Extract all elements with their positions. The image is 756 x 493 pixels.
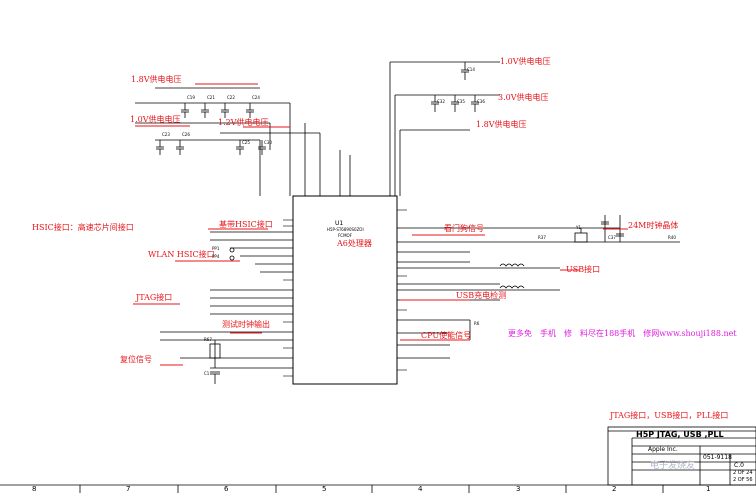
title-block-sheet-a: 2 OF 24	[733, 470, 753, 476]
border-zone-1: 1	[706, 485, 711, 493]
cap-c35: C35	[457, 99, 465, 104]
title-block-revision: C.0	[734, 462, 744, 469]
cap-c14: C14	[467, 67, 475, 72]
cap-c36: C36	[477, 99, 485, 104]
annotation-24m-crystal: 24M时钟晶体	[628, 221, 679, 230]
cap-c37: C37	[608, 235, 616, 240]
test-point-pp4: PP4	[212, 254, 220, 259]
cap-c23: C23	[162, 132, 170, 137]
annotation-usb-charge-detect: USB充电检测	[456, 291, 507, 300]
title-block-company: Apple Inc.	[648, 446, 678, 453]
cap-c22: C22	[227, 95, 235, 100]
cap-c19: C19	[187, 95, 195, 100]
promo-text: 更多免 手机 修 料尽在188手机 修网www.shouji188.net	[508, 329, 737, 338]
annotation-reset: 复位信号	[120, 355, 152, 364]
cap-c30: C30	[264, 140, 272, 145]
annotation-watchdog: 看门狗信号	[444, 224, 484, 233]
annotation-footer-caption: JTAG接口，USB接口，PLL接口	[610, 411, 729, 420]
annotation-1v0-supply-right: 1.0V供电电压	[500, 57, 551, 66]
chip-part-number: H5P-ST6890S0ZOI	[327, 227, 364, 232]
cap-c32: C32	[437, 99, 445, 104]
annotation-1v8-supply: 1.8V供电电压	[131, 75, 182, 84]
cap-c1: C1	[204, 371, 210, 376]
chip-ref: U1	[335, 220, 344, 227]
annotation-1v0-supply-left: 1.0V供电电压	[130, 115, 181, 124]
title-block-drawing-number: 051-9118	[703, 454, 732, 461]
test-point-pp1: PP1	[212, 246, 220, 251]
border-zone-5: 5	[322, 485, 327, 493]
title-block-sheet-b: 2 OF 56	[733, 477, 753, 483]
annotation-wlan-hsic: WLAN HSIC接口	[148, 250, 215, 259]
border-zone-3: 3	[516, 485, 521, 493]
chip-package: FCMOF	[338, 233, 352, 238]
annotation-1v2-supply: 1.2V供电电压	[218, 118, 269, 127]
crystal-y1: Y1	[576, 225, 581, 230]
cap-c24: C24	[252, 95, 260, 100]
border-zone-6: 6	[224, 485, 229, 493]
annotation-usb: USB接口	[566, 265, 601, 274]
title-block-title: H5P JTAG, USB ,PLL	[636, 430, 724, 439]
border-zone-7: 7	[126, 485, 131, 493]
border-zone-2: 2	[612, 485, 617, 493]
cap-c21: C21	[207, 95, 215, 100]
annotation-1v8-supply-right: 1.8V供电电压	[476, 120, 527, 129]
res-r37: R37	[538, 235, 546, 240]
res-r67: R67	[204, 337, 212, 342]
cap-c25: C25	[242, 140, 250, 145]
res-r40: R40	[668, 235, 676, 240]
annotation-baseband-hsic: 基带HSIC接口	[219, 220, 273, 229]
annotation-test-clock: 测试时钟输出	[222, 320, 270, 329]
annotation-a6-cpu: A6处理器	[337, 239, 372, 248]
border-zone-4: 4	[418, 485, 423, 493]
border-zone-8: 8	[32, 485, 37, 493]
watermark-logo: 电子发烧友	[650, 461, 696, 471]
annotation-jtag: JTAG接口	[136, 293, 173, 302]
annotation-cpu-enable: CPU使能信号	[421, 331, 472, 340]
annotation-3v0-supply: 3.0V供电电压	[498, 93, 549, 102]
res-r6: R6	[474, 321, 480, 326]
annotation-hsic: HSIC接口：高速芯片间接口	[32, 223, 134, 232]
cap-c26: C26	[182, 132, 190, 137]
